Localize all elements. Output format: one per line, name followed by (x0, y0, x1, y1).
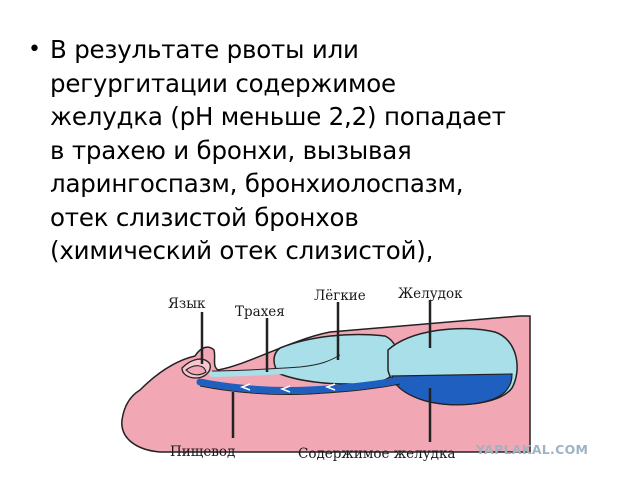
label-tongue: Язык (168, 296, 206, 312)
label-lungs: Лёгкие (314, 288, 366, 304)
stomach-contents-shape (391, 373, 513, 406)
bullet-text: В результате рвоты или регургитации соде… (50, 33, 506, 268)
aspiration-diagram-svg: Язык Трахея Лёгкие Желудок Пищевод Содер… (121, 286, 531, 462)
label-stomach-contents: Содержимое желудка (298, 446, 455, 462)
bullet-line: отек слизистой бронхов (50, 202, 359, 232)
reflux-arrow-icon (324, 383, 336, 391)
bullet-line: ларингоспазм, бронхиолоспазм, (50, 169, 464, 198)
reflux-arrow-icon (239, 383, 251, 391)
reflux-arrow-icon (279, 385, 291, 393)
trachea-path (209, 355, 343, 377)
esophagus-outline (199, 383, 401, 396)
label-trachea: Трахея (235, 304, 285, 320)
tongue-shape (185, 365, 207, 376)
bullet-line: В результате рвоты или (50, 35, 359, 64)
label-stomach: Желудок (398, 286, 463, 302)
trachea-outline (211, 354, 341, 372)
bullet-dot-icon: • (28, 37, 41, 62)
bullet-line: в трахею и бронхи, вызывая (50, 135, 412, 165)
bullet-line: регургитации содержимое (50, 68, 396, 98)
bullet-line: желудка (pH меньше 2,2) попадает (50, 102, 506, 131)
bullet-point: • В результате рвоты или регургитации со… (28, 33, 628, 268)
watermark: YAPLAKAL.COM (476, 442, 589, 457)
aspiration-diagram: Язык Трахея Лёгкие Желудок Пищевод Содер… (100, 278, 540, 468)
bullet-line: (химический отек слизистой), (50, 236, 434, 265)
esophagus-path (196, 376, 404, 395)
label-esophagus: Пищевод (170, 444, 235, 460)
